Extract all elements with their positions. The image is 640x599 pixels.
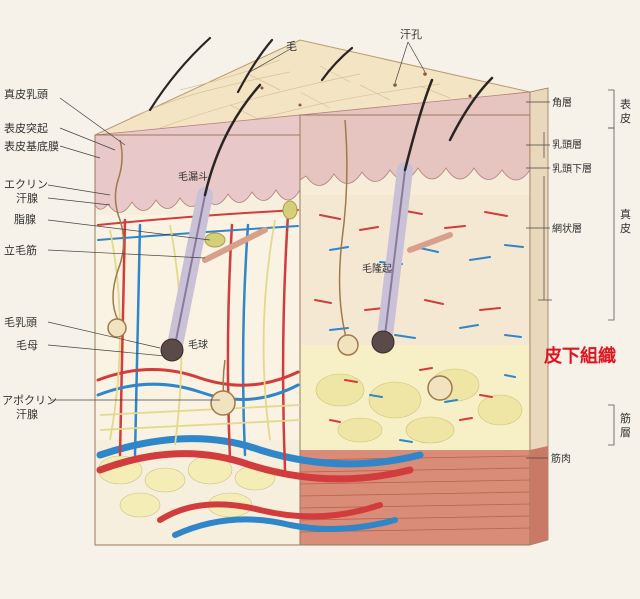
apocrine-gland-coil xyxy=(210,390,236,416)
label-muscle: 筋肉 xyxy=(551,452,571,465)
artery xyxy=(96,450,414,483)
label-eccrine-1: エクリン xyxy=(4,178,48,191)
label-sebaceous-gland: 脂腺 xyxy=(14,212,36,226)
hair-strand xyxy=(403,78,434,172)
eccrine-gland-coil xyxy=(107,318,127,338)
labels: 毛 汗孔 真皮乳頭 表皮突起 表皮基底膜 エクリン 汗腺 脂腺 立毛筋 毛乳頭 … xyxy=(2,28,631,465)
label-epidermis-1: 表 xyxy=(620,97,631,111)
label-dermis-2: 皮 xyxy=(620,222,631,235)
layer-brackets xyxy=(538,89,615,446)
label-epidermis-2: 皮 xyxy=(620,112,631,125)
sweat-glands xyxy=(107,119,453,416)
arrector-pili xyxy=(407,232,453,253)
label-sweat-pore: 汗孔 xyxy=(400,28,422,41)
label-hair-bulb: 毛球 xyxy=(188,338,208,351)
label-hair-matrix: 毛母 xyxy=(16,339,38,352)
label-muscle-layer-1: 筋 xyxy=(620,411,631,425)
apocrine-gland-coil xyxy=(427,375,453,401)
sweat-pore-dot xyxy=(468,94,472,98)
arrector-pili xyxy=(202,227,268,263)
leader-lines xyxy=(47,41,550,459)
label-reticular-layer: 網状層 xyxy=(552,222,582,235)
label-subpapillary-layer: 乳頭下層 xyxy=(552,162,592,175)
eccrine-gland-coil xyxy=(337,334,359,356)
label-subcutaneous-tissue: 皮下組織 xyxy=(544,345,616,367)
label-hair-bulge: 毛隆起 xyxy=(362,262,392,275)
label-hair-funnel: 毛漏斗 xyxy=(178,171,208,183)
sweat-pore-dot xyxy=(423,72,427,76)
hair-follicles xyxy=(160,162,453,362)
sebaceous-gland xyxy=(282,200,298,220)
label-papillary-layer: 乳頭層 xyxy=(552,138,582,151)
vein xyxy=(96,435,424,468)
hairs xyxy=(148,36,494,197)
label-dermal-papilla: 真皮乳頭 xyxy=(4,87,48,101)
label-epidermal-ridge: 表皮突起 xyxy=(4,121,48,135)
label-arrector-pili: 立毛筋 xyxy=(4,243,37,257)
hair-strand xyxy=(203,83,262,197)
sweat-pore-dot xyxy=(393,83,397,87)
label-dermis-1: 真 xyxy=(620,207,631,221)
label-muscle-layer-2: 層 xyxy=(620,426,631,439)
sweat-pore-dot xyxy=(298,103,302,107)
label-eccrine-2: 汗腺 xyxy=(16,191,38,205)
vein xyxy=(172,516,398,538)
label-basement-membrane: 表皮基底膜 xyxy=(4,139,59,153)
label-apocrine-1: アポクリン xyxy=(2,394,57,407)
label-hair: 毛 xyxy=(286,40,297,53)
hair-strand xyxy=(148,36,212,112)
hair-bulb xyxy=(160,338,184,362)
artery xyxy=(157,501,383,523)
hair-strand xyxy=(236,38,274,94)
label-stratum-corneum: 角層 xyxy=(552,97,572,109)
sebaceous-gland xyxy=(204,232,226,248)
hair-bulb xyxy=(371,330,395,354)
hair-strand xyxy=(320,46,354,82)
hair-strand xyxy=(448,76,494,142)
label-hair-papilla: 毛乳頭 xyxy=(4,316,37,329)
blood-vessels xyxy=(96,209,524,538)
label-apocrine-2: 汗腺 xyxy=(16,407,38,421)
sweat-pore-dot xyxy=(260,86,264,90)
